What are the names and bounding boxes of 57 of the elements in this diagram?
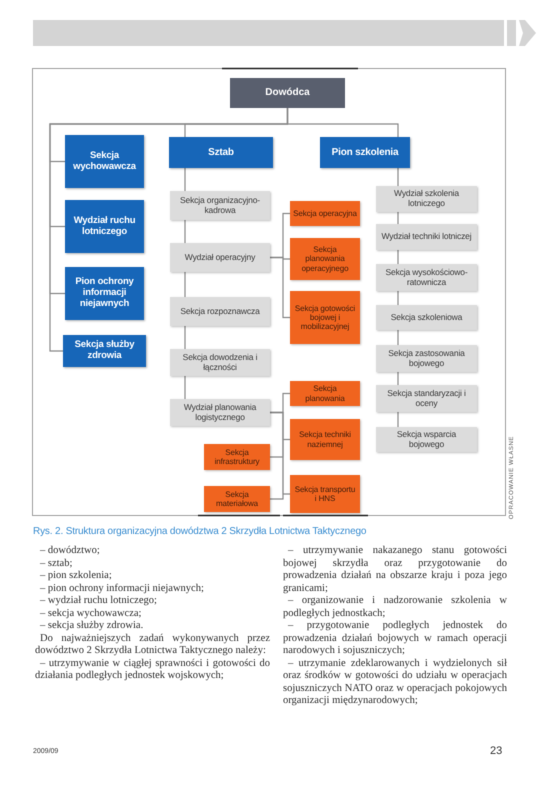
- connector-line: [397, 412, 399, 427]
- org-unit-box: Sekcja rozpoznawcza: [170, 297, 270, 326]
- org-unit-box: Sekcja dowodzenia i łączności: [170, 349, 270, 376]
- org-unit-box: Sekcja planowania operacyjnego: [290, 238, 360, 280]
- connector-line: [397, 372, 399, 385]
- org-unit-box: Sekcja wysokościowo-ratownicza: [376, 264, 477, 291]
- connector-line: [184, 220, 186, 243]
- body-paragraph: – pion ochrony informacji niejawnych;: [39, 582, 205, 595]
- connector-line: [270, 412, 290, 495]
- body-paragraph: – sekcja służby zdrowia.: [39, 620, 144, 632]
- org-unit-box: Sekcja zastosowania bojowego: [376, 345, 477, 372]
- org-unit-box: Sekcja wsparcia bojowego: [376, 427, 477, 452]
- connector-line: [184, 376, 186, 399]
- body-paragraph: – pion szkolenia;: [39, 570, 113, 582]
- org-unit-box: Sekcja szkoleniowa: [376, 305, 477, 330]
- org-unit-box: Pion szkolenia: [320, 137, 410, 168]
- body-paragraph: – sztab;: [39, 558, 74, 570]
- org-unit-box: Sekcja wychowawcza: [65, 135, 144, 188]
- org-unit-box: Sekcja infrastruktury: [204, 444, 270, 470]
- org-unit-box: Wydział planowania logistycznego: [170, 399, 270, 426]
- body-paragraph: – utrzymywanie nakazanego stanu gotowości bojowej skrzydła oraz przygotowanie do prowadzenia działań na obszarze kraju i poza jego granicami;: [283, 545, 507, 595]
- connector-line: [397, 330, 399, 345]
- org-unit-box: Sekcja organizacyjno-kadrowa: [170, 191, 270, 220]
- figure-caption: Rys. 2. Struktura organizacyjna dowództwa 2 Skrzydła Lotnictwa Taktycznego: [33, 526, 366, 537]
- org-unit-box: Sztab: [169, 137, 273, 168]
- org-unit-box: Wydział operacyjny: [170, 243, 270, 272]
- org-unit-box: Sekcja transportu i HNS: [290, 475, 360, 513]
- body-paragraph: – organizowanie i nadzorowanie szkolenia w podległych jednostkach;: [283, 595, 507, 620]
- org-unit-box: Sekcja operacyjna: [290, 201, 360, 226]
- org-unit-box: Sekcja standaryzacji i oceny: [376, 385, 477, 412]
- org-unit-box: Pion ochrony informacji niejawnych: [65, 267, 144, 320]
- body-paragraph: Do najważniejszych zadań wykonywanych przez dowództwo 2 Skrzydła Lotnictwa Taktycznego należy:: [35, 632, 270, 658]
- connector-line: [397, 212, 399, 224]
- org-unit-box: Wydział techniki lotniczej: [376, 224, 477, 250]
- org-unit-box: Sekcja służby zdrowia: [63, 335, 146, 367]
- org-unit-box: Wydział szkolenia lotniczego: [376, 186, 477, 212]
- page-number: 23: [490, 745, 502, 757]
- org-unit-box: Sekcja planowania: [290, 381, 360, 406]
- body-paragraph: – przygotowanie podległych jednostek do prowadzenia działań bojowych w ramach operacji narodowych i sojuszniczych;: [283, 620, 507, 658]
- commander-box: Dowódca: [230, 78, 345, 108]
- connector-line: [286, 108, 399, 137]
- body-paragraph: – utrzymywanie w ciągłej sprawności i gotowości do działania podległych jednostek wojskowych;: [35, 658, 270, 682]
- connector-line: [184, 168, 186, 191]
- body-paragraph: – sekcja wychowawcza;: [39, 608, 142, 620]
- connector-line: [397, 250, 399, 264]
- connector-line: [397, 291, 399, 305]
- connector-line: [184, 326, 186, 349]
- org-unit-box: Sekcja materiałowa: [204, 486, 270, 512]
- connector-line: [270, 256, 290, 318]
- org-unit-box: Sekcja gotowości bojowej i mobilizacyjnej: [290, 291, 360, 344]
- connector-line: [184, 272, 186, 297]
- body-paragraph: – wydział ruchu lotniczego;: [39, 595, 158, 608]
- body-paragraph: – utrzymanie zdeklarowanych i wydzielonych sił oraz środków w gotowości do udziału w operacjach sojuszniczych NATO oraz w operacjach pokojowych organizacji międzynarodowych;: [283, 658, 507, 708]
- org-unit-box: Sekcja techniki naziemnej: [290, 419, 360, 460]
- org-unit-box: Wydział ruchu lotniczego: [65, 200, 144, 253]
- connector-line: [397, 168, 399, 186]
- body-paragraph: – dowództwo;: [39, 545, 101, 558]
